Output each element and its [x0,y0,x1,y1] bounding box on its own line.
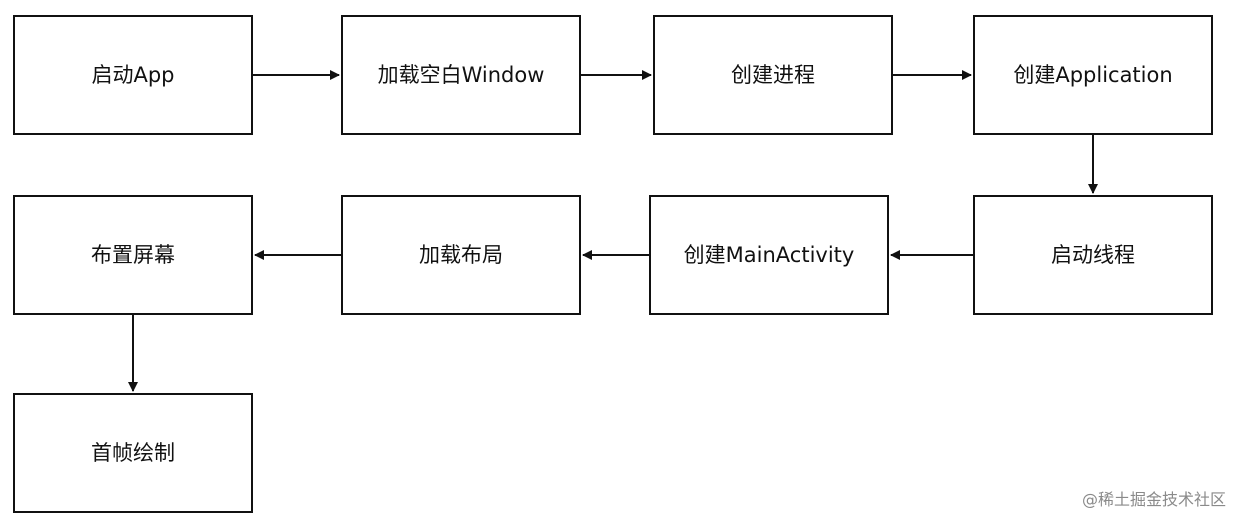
node-create-process: 创建进程 [653,15,893,135]
watermark-text: @稀土掘金技术社区 [1081,490,1226,509]
node-create-application: 创建Application [973,15,1213,135]
node-load-layout: 加载布局 [341,195,581,315]
node-first-frame-draw: 首帧绘制 [13,393,253,513]
node-arrange-screen: 布置屏幕 [13,195,253,315]
node-create-main-activity: 创建MainActivity [649,195,889,315]
node-load-blank-window: 加载空白Window [341,15,581,135]
node-start-app: 启动App [13,15,253,135]
node-start-thread: 启动线程 [973,195,1213,315]
